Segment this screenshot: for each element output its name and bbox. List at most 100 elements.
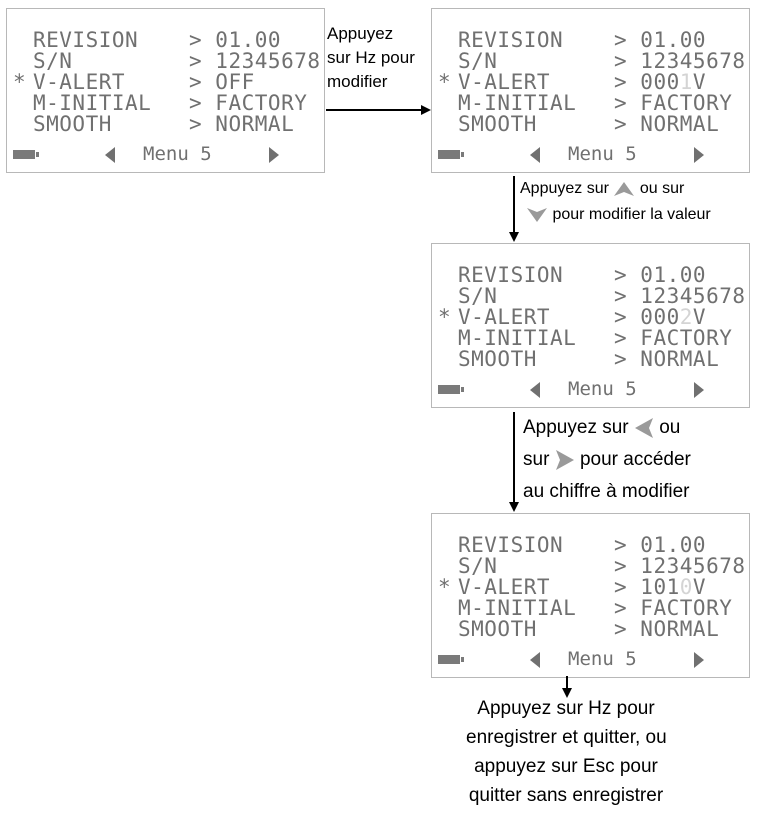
lcd-row-value: > 01.00 [614,29,706,51]
value-prefix: > [189,91,216,115]
menu-left-icon [105,147,115,163]
value-text: 01.00 [640,263,707,287]
lcd-footer: Menu 5 [432,648,749,672]
menu-left-icon [530,147,540,163]
value-text: OFF [215,70,255,94]
lcd-row-label: V-ALERT [458,70,551,94]
value-text: FACTORY [640,91,733,115]
lcd-row-value: > NORMAL [614,348,719,370]
lcd-row-label: SMOOTH [458,112,537,136]
battery-icon [438,385,464,394]
note-step3: Appuyez sur ou sur pour accéder au chiff… [523,412,691,508]
note-step1-line: sur Hz pour [327,48,415,67]
lcd-row-value: > 01.00 [189,29,281,51]
lcd-row-value: > 12345678 [614,555,746,577]
note-step4-line: appuyez sur Esc pour [474,756,658,777]
value-prefix: > [614,49,641,73]
value-text: FACTORY [640,596,733,620]
selection-marker: * [438,70,452,94]
lcd-row-value: > FACTORY [614,597,732,619]
value-prefix: > [614,596,641,620]
note-step1: Appuyez sur Hz pour modifier [327,22,415,94]
lcd-row-value: > 12345678 [614,285,746,307]
value-text: NORMAL [640,112,720,136]
lcd-row-value: > NORMAL [614,618,719,640]
lcd-row-label: S/N [33,49,73,73]
lcd-row-value: > OFF [189,71,255,93]
menu-label: Menu 5 [568,378,637,400]
note-step2-text: pour modifier la valeur [552,206,711,223]
note-step4-line: Appuyez sur Hz pour [477,698,655,719]
note-step4-line: quitter sans enregistrer [468,785,664,806]
value-text: NORMAL [215,112,295,136]
value-text: 1010V [640,575,707,599]
value-text: 12345678 [640,554,746,578]
note-step3-text: au chiffre à modifier [523,481,690,502]
menu-left-icon [530,652,540,668]
lcd-row-label: M-INITIAL [458,91,577,115]
value-text: FACTORY [215,91,308,115]
lcd-footer: Menu 5 [7,143,324,167]
lcd-row-label: REVISION [458,263,564,287]
menu-label: Menu 5 [568,143,637,165]
note-step1-line: modifier [327,72,388,91]
lcd-row-label: M-INITIAL [33,91,152,115]
menu-label: Menu 5 [143,143,212,165]
up-arrow-key-icon [614,181,635,196]
lcd-row-label: V-ALERT [458,575,551,599]
lcd-row-label: SMOOTH [33,112,112,136]
lcd-footer: Menu 5 [432,378,749,402]
value-prefix: > [614,533,641,557]
menu-right-icon [694,147,704,163]
lcd-row-label: S/N [458,284,498,308]
value-text: 0001V [640,70,707,94]
note-step2-text: ou sur [639,180,685,197]
lcd-row-label: V-ALERT [33,70,126,94]
lcd-row-value: > NORMAL [614,113,719,135]
value-prefix: > [614,284,641,308]
menu-right-icon [269,147,279,163]
left-arrow-key-icon [634,417,653,438]
value-prefix: > [614,347,641,371]
value-text: 01.00 [640,533,707,557]
note-step3-text: pour accéder [579,449,691,470]
lcd-footer: Menu 5 [432,143,749,167]
lcd-row-value: > 1010V [614,576,706,598]
value-prefix: > [614,70,641,94]
lcd-row-value: > 0002V [614,306,706,328]
lcd-row-label: SMOOTH [458,347,537,371]
lcd-row-label: SMOOTH [458,617,537,641]
value-text: NORMAL [640,347,720,371]
note-step4: Appuyez sur Hz pour enregistrer et quitt… [466,694,667,810]
lcd-row-label: REVISION [458,28,564,52]
value-text: 0002V [640,305,707,329]
selection-marker: * [438,575,452,599]
lcd-row-value: > FACTORY [614,327,732,349]
battery-icon [13,150,39,159]
lcd-row-label: REVISION [458,533,564,557]
selection-marker: * [438,305,452,329]
value-prefix: > [614,305,641,329]
value-text: FACTORY [640,326,733,350]
menu-left-icon [530,382,540,398]
value-text: 12345678 [215,49,321,73]
value-text: 12345678 [640,49,746,73]
value-prefix: > [189,70,216,94]
value-prefix: > [614,326,641,350]
value-prefix: > [189,112,216,136]
menu-right-icon [694,652,704,668]
right-arrow-key-icon [555,449,574,470]
note-step3-text: Appuyez sur [523,417,629,438]
value-prefix: > [189,49,216,73]
value-prefix: > [614,263,641,287]
value-text: 01.00 [640,28,707,52]
value-prefix: > [189,28,216,52]
note-step2: Appuyez sur ou sur pour modifier la vale… [520,176,711,228]
value-text: NORMAL [640,617,720,641]
note-step3-text: sur [523,449,550,470]
note-step1-line: Appuyez [327,24,394,43]
